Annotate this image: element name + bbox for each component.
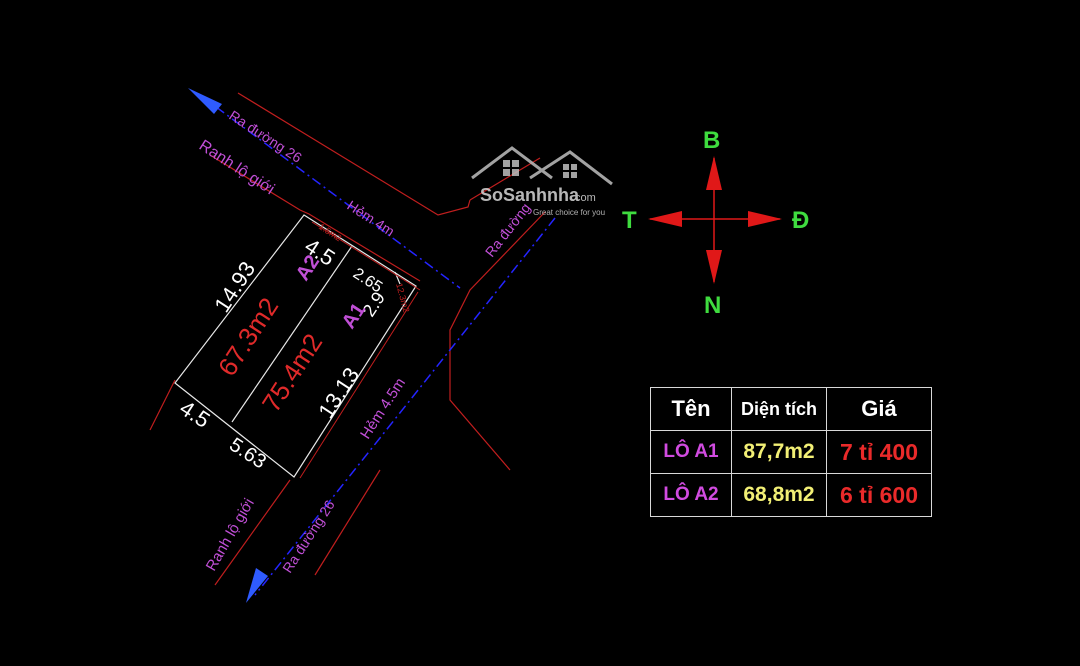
price-table: Tên Diện tích Giá LÔ A1 87,7m2 7 tỉ 400 …	[650, 387, 932, 517]
label-hem-4-5m: Hẻm 4.5m	[357, 375, 409, 442]
road-edge-left-short	[149, 379, 176, 431]
watermark-tagline: Great choice for you	[533, 208, 605, 217]
row-name: LÔ A1	[650, 430, 732, 474]
house-roof-icon	[471, 146, 613, 186]
parcel-divider	[231, 245, 353, 423]
price-table-wrapper: Tên Diện tích Giá LÔ A1 87,7m2 7 tỉ 400 …	[650, 387, 932, 517]
setback-line-right	[299, 291, 419, 479]
row-name: LÔ A2	[650, 473, 732, 517]
road-edges	[149, 92, 546, 586]
arrow-top-left-icon	[188, 88, 222, 114]
table-header-row: Tên Diện tích Giá	[650, 387, 932, 431]
arrow-left-icon	[648, 211, 682, 227]
row-price: 6 tỉ 600	[826, 473, 932, 517]
label-ra-duong-26-top: Ra đường 26	[226, 107, 305, 166]
window-icon	[503, 160, 577, 178]
compass-east: Đ	[792, 207, 809, 234]
setback-lines	[299, 221, 421, 479]
road-edge-bottom-left	[214, 479, 291, 586]
header-area: Diện tích	[731, 387, 827, 431]
arrow-up-icon	[706, 156, 722, 190]
road-edge-bottom-right	[314, 469, 381, 576]
watermark-brand: SoSanhnha	[480, 185, 580, 205]
table-row: LÔ A2 68,8m2 6 tỉ 600	[650, 473, 932, 517]
road-edge-alley-top	[469, 157, 541, 201]
dim-a1-top: 2.65	[350, 265, 385, 296]
road-edge-top-north	[237, 92, 471, 216]
label-hem-4m: Hẻm 4m	[344, 197, 397, 239]
table-row: LÔ A1 87,7m2 7 tỉ 400	[650, 430, 932, 474]
header-name: Tên	[650, 387, 732, 431]
row-area: 68,8m2	[731, 473, 827, 517]
watermark-domain: .com	[572, 192, 596, 204]
dim-a1-bottom: 5.63	[225, 434, 270, 474]
label-ranh-lo-gioi-bottom: Ranh lộ giới	[203, 496, 258, 574]
arrow-right-icon	[748, 211, 782, 227]
centerline-hem-4-5m	[254, 217, 556, 596]
dim-small-corner: 12.3m2	[394, 282, 411, 314]
header-price: Giá	[826, 387, 932, 431]
row-area: 87,7m2	[731, 430, 827, 474]
compass: B N Đ T	[622, 127, 809, 319]
road-edge-right-inner	[449, 211, 546, 471]
compass-south: N	[704, 292, 721, 319]
row-price: 7 tỉ 400	[826, 430, 932, 474]
compass-north: B	[703, 127, 720, 154]
centerline-hem-4m	[199, 94, 461, 289]
parcel-tick	[394, 271, 401, 285]
label-ranh-lo-gioi-top: Ranh lộ giới	[196, 137, 277, 198]
centerlines	[199, 94, 556, 596]
parcel-outlines	[174, 214, 417, 478]
compass-west: T	[622, 207, 637, 234]
road-edge-lot-boundary-top	[209, 154, 421, 282]
watermark-logo: SoSanhnha .com Great choice for you	[471, 146, 613, 217]
dim-a1-right: 13.13	[313, 363, 364, 423]
dim-a2-bottom: 4.5	[175, 395, 214, 433]
arrow-bottom-left-icon	[246, 568, 268, 603]
parcel-outline	[174, 214, 417, 478]
setback-line-top	[311, 221, 421, 291]
label-ra-duong-26-bottom: Ra đường 26	[279, 497, 338, 576]
arrow-down-icon	[706, 250, 722, 284]
